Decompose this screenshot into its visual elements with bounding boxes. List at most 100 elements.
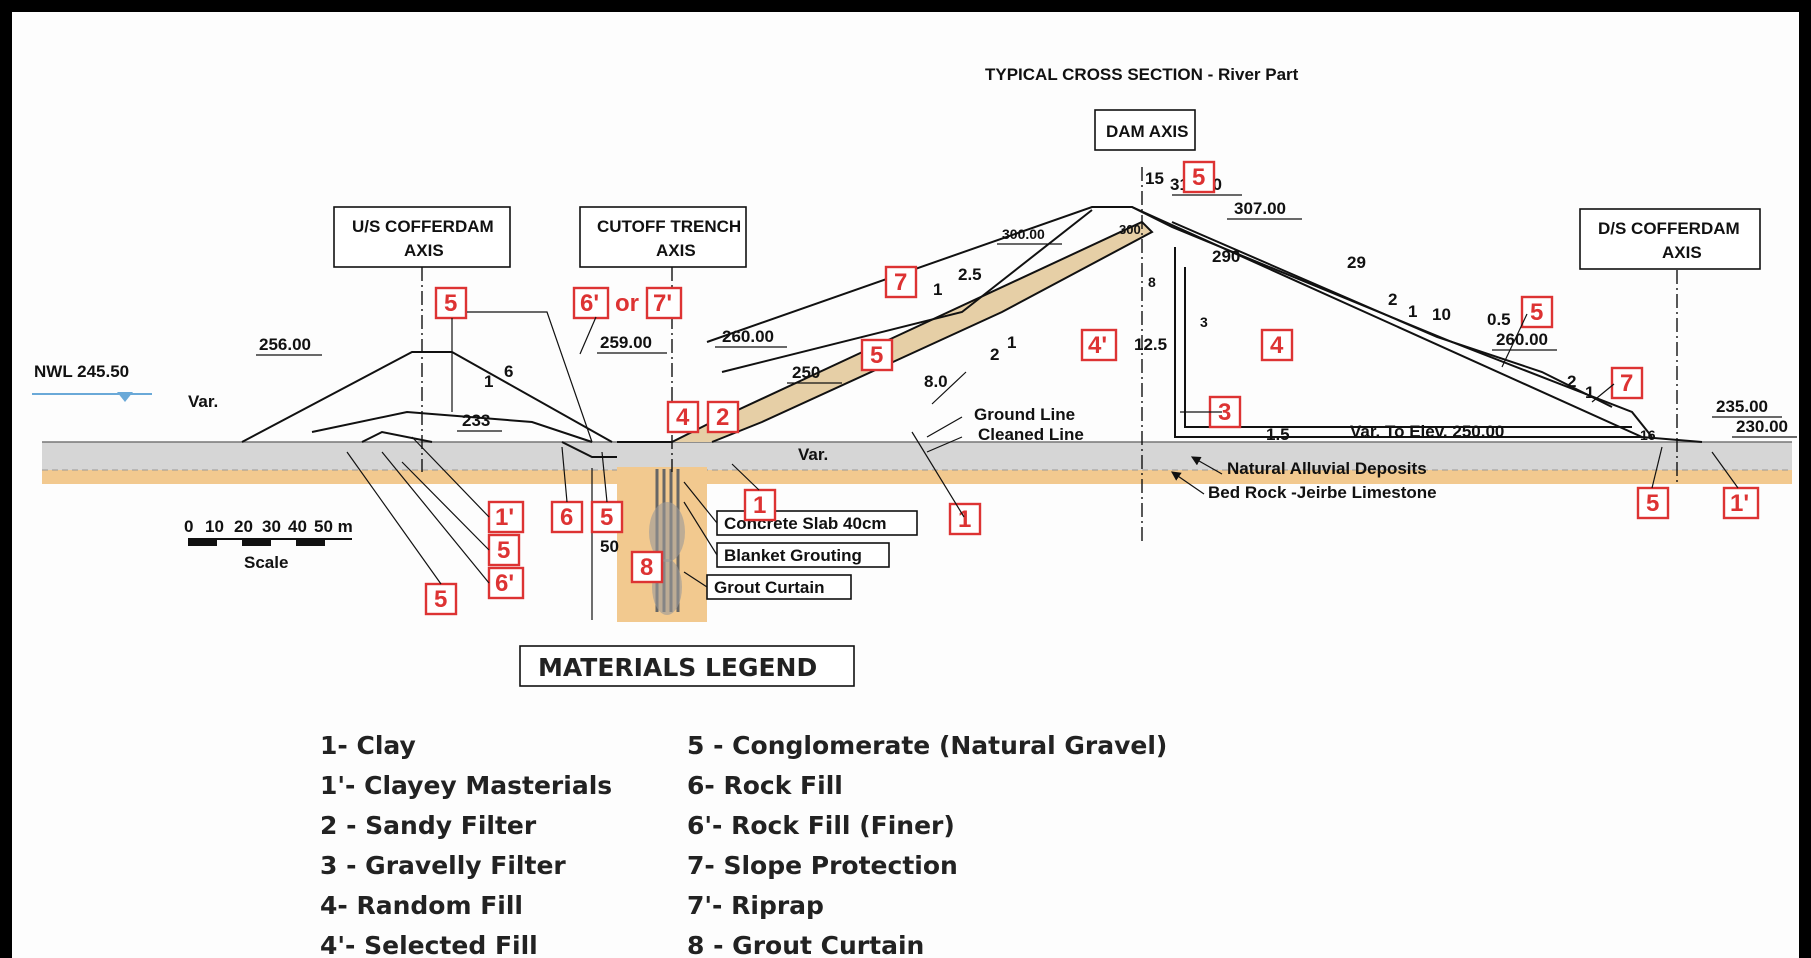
alluvial-layer	[42, 442, 1792, 470]
dim-2-5: 2.5	[958, 265, 982, 284]
legend-item-1: 1- Clay	[320, 731, 416, 760]
elev-290: 290	[1212, 247, 1240, 266]
dim-0-5: 0.5	[1487, 310, 1511, 329]
tag-6p-top: 6'	[580, 290, 599, 317]
elev-259: 259.00	[600, 333, 652, 352]
elev-256: 256.00	[259, 335, 311, 354]
legend-item-4p: 4'- Selected Fill	[320, 931, 538, 958]
elev-260b: 260.00	[1496, 330, 1548, 349]
tag-4p: 4'	[1088, 332, 1107, 359]
tag-5-a: 5	[497, 537, 510, 564]
alluvial-label: Natural Alluvial Deposits	[1227, 459, 1427, 478]
scale-tick-50: 50 m	[314, 517, 353, 536]
elev-230: 230.00	[1736, 417, 1788, 436]
tag-1p-ds: 1'	[1730, 490, 1749, 517]
slope-1-a: 1	[933, 280, 942, 299]
legend-item-4: 4- Random Fill	[320, 891, 523, 920]
bedrock-label: Bed Rock -Jeirbe Limestone	[1208, 483, 1437, 502]
legend-item-8: 8 - Grout Curtain	[687, 931, 924, 958]
or-label: or	[615, 290, 639, 317]
tag-5-crest: 5	[1192, 164, 1205, 191]
blanket-grouting-label: Blanket Grouting	[724, 546, 862, 565]
scale-tick-20: 20	[234, 517, 253, 536]
dam-body	[241, 206, 1703, 458]
scale-bar: 0 10 20 30 40 50 m Scale	[184, 517, 353, 572]
tag-4-trench: 4	[676, 404, 690, 431]
ground-line-label: Ground Line	[974, 405, 1075, 424]
ds-cofferdam-label-2: AXIS	[1662, 243, 1702, 262]
slope-2-b: 2	[1388, 290, 1397, 309]
dim-8-0: 8.0	[924, 372, 948, 391]
us-cofferdam-label-2: AXIS	[404, 241, 444, 260]
tag-7p-top: 7'	[653, 290, 672, 317]
legend-item-1p: 1'- Clayey Masterials	[320, 771, 612, 800]
dam-axis-label: DAM AXIS	[1106, 122, 1189, 141]
legend-item-3: 3 - Gravelly Filter	[320, 851, 566, 880]
dim-1-5: 1.5	[1266, 425, 1290, 444]
var-to-elev-label: Var. To Elev. 250.00	[1350, 422, 1504, 441]
tag-7-us: 7	[894, 269, 907, 296]
scale-label: Scale	[244, 553, 288, 572]
dim-3: 3	[1200, 314, 1208, 330]
tag-5-c: 5	[434, 586, 447, 613]
tag-8: 8	[640, 554, 653, 581]
dim-10: 10	[1432, 305, 1451, 324]
scale-tick-30: 30	[262, 517, 281, 536]
slope-1-b: 1	[1007, 333, 1016, 352]
scale-tick-40: 40	[288, 517, 307, 536]
tag-6: 6	[560, 504, 573, 531]
legend-item-5: 5 - Conglomerate (Natural Gravel)	[687, 731, 1167, 760]
drawing-frame: TYPICAL CROSS SECTION - River Part DAM A…	[12, 12, 1799, 958]
tag-5-cof: 5	[444, 290, 457, 317]
tag-5-b: 5	[600, 504, 613, 531]
scale-tick-0: 0	[184, 517, 193, 536]
nwl-label: NWL 245.50	[34, 362, 129, 381]
cutoff-label-2: AXIS	[656, 241, 696, 260]
elev-300b: 300	[1119, 222, 1141, 237]
legend-item-6p: 6'- Rock Fill (Finer)	[687, 811, 955, 840]
scale-tick-10: 10	[205, 517, 224, 536]
cutoff-label-1: CUTOFF TRENCH	[597, 217, 741, 236]
tag-7-ds: 7	[1620, 370, 1633, 397]
ds-cofferdam-label-1: D/S COFFERDAM	[1598, 219, 1740, 238]
elev-307: 307.00	[1234, 199, 1286, 218]
dim-15: 15	[1145, 169, 1164, 188]
var-2: Var.	[798, 445, 828, 464]
slope-6: 6	[504, 362, 513, 381]
tag-3: 3	[1218, 399, 1231, 426]
slope-2-c: 2	[1567, 372, 1576, 391]
legend-item-7: 7- Slope Protection	[687, 851, 958, 880]
tag-1p: 1'	[495, 504, 514, 531]
tag-6p: 6'	[495, 570, 514, 597]
slope-1-d: 1	[1585, 383, 1594, 402]
tag-5-ds: 5	[1530, 299, 1543, 326]
legend-title: MATERIALS LEGEND	[538, 653, 817, 682]
tag-4: 4	[1270, 332, 1284, 359]
elev-235: 235.00	[1716, 397, 1768, 416]
var-1: Var.	[188, 392, 218, 411]
dim-50: 50	[600, 537, 619, 556]
dim-29: 29	[1347, 253, 1366, 272]
cleaned-line-label: Cleaned Line	[978, 425, 1084, 444]
elev-250: 250	[792, 363, 820, 382]
grout-curtain-label: Grout Curtain	[714, 578, 825, 597]
diagram-title: TYPICAL CROSS SECTION - River Part	[985, 65, 1299, 84]
elev-233: 233	[462, 411, 490, 430]
tag-1-toe: 1	[753, 492, 766, 519]
tag-5-us: 5	[870, 342, 883, 369]
elev-260a: 260.00	[722, 327, 774, 346]
legend-item-6: 6- Rock Fill	[687, 771, 843, 800]
dim-12-5: 12.5	[1134, 335, 1167, 354]
us-cofferdam-label-1: U/S COFFERDAM	[352, 217, 494, 236]
dim-8: 8	[1148, 274, 1156, 290]
dim-16: 16	[1640, 427, 1656, 443]
tag-2: 2	[716, 404, 729, 431]
slope-1-c: 1	[1408, 302, 1417, 321]
bedrock-layer	[42, 470, 1792, 484]
elev-300: 300.00	[1002, 226, 1045, 242]
cross-section-diagram: TYPICAL CROSS SECTION - River Part DAM A…	[32, 65, 1797, 958]
tag-5-dsc: 5	[1646, 490, 1659, 517]
slope-2-a: 2	[990, 345, 999, 364]
slope-1-e: 1	[484, 372, 493, 391]
legend-item-2: 2 - Sandy Filter	[320, 811, 537, 840]
